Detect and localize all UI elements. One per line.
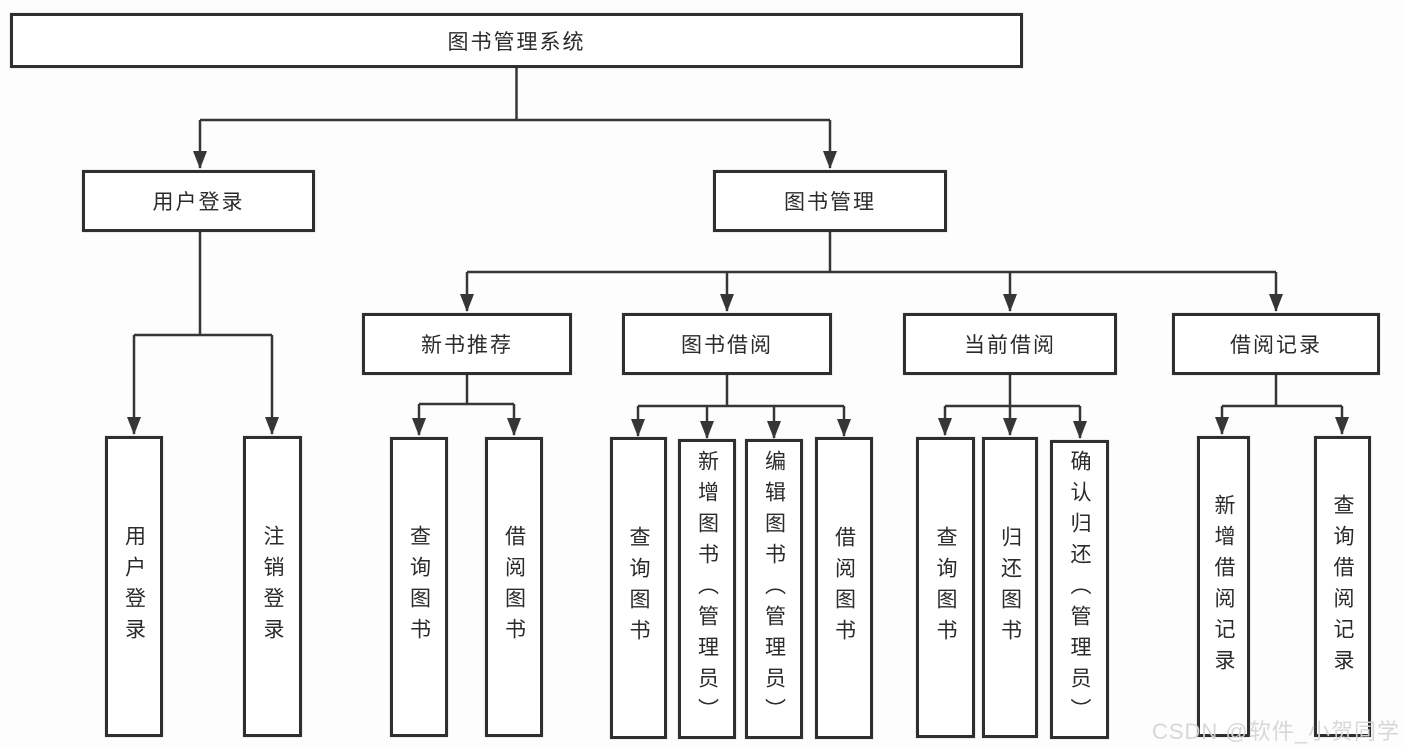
leaf-nbr-query-book: 查询图书 bbox=[390, 437, 448, 737]
leaf-bb-edit-book-admin: 编辑图书（管理员） bbox=[745, 439, 803, 739]
node-book-borrow: 图书借阅 bbox=[622, 313, 832, 375]
leaf-user-login: 用户登录 bbox=[105, 436, 163, 737]
leaf-nbr-borrow-book: 借阅图书 bbox=[485, 437, 543, 737]
leaf-user-login-label: 用户登录 bbox=[122, 524, 146, 649]
node-new-book-recommend: 新书推荐 bbox=[362, 313, 572, 375]
node-book-management-label: 图书管理 bbox=[784, 191, 876, 214]
leaf-bb-add-book-admin-label: 新增图书（管理员） bbox=[695, 449, 719, 729]
node-book-management: 图书管理 bbox=[713, 170, 947, 232]
node-user-login: 用户登录 bbox=[82, 170, 315, 232]
node-root-label: 图书管理系统 bbox=[447, 30, 586, 54]
csdn-watermark: CSDN @软件_小贺同学 bbox=[1151, 719, 1400, 744]
node-user-login-label: 用户登录 bbox=[152, 191, 245, 214]
leaf-nbr-query-book-label: 查询图书 bbox=[407, 525, 431, 649]
leaf-bb-borrow-book-label: 借阅图书 bbox=[832, 526, 856, 650]
leaf-bb-add-book-admin: 新增图书（管理员） bbox=[678, 439, 736, 739]
node-new-book-recommend-label: 新书推荐 bbox=[421, 334, 513, 357]
leaf-cb-return-book-label: 归还图书 bbox=[998, 525, 1022, 650]
node-current-borrow-label: 当前借阅 bbox=[964, 334, 1056, 357]
node-borrow-records: 借阅记录 bbox=[1172, 313, 1380, 375]
leaf-bb-borrow-book: 借阅图书 bbox=[815, 437, 873, 739]
leaf-cb-return-book: 归还图书 bbox=[982, 437, 1038, 738]
leaf-bb-edit-book-admin-label: 编辑图书（管理员） bbox=[762, 449, 786, 729]
leaf-nbr-borrow-book-label: 借阅图书 bbox=[502, 525, 526, 649]
leaf-cb-confirm-return-admin-label: 确认归还（管理员） bbox=[1068, 450, 1091, 729]
leaf-bb-query-book: 查询图书 bbox=[610, 437, 667, 739]
leaf-br-query-record-label: 查询借阅记录 bbox=[1331, 493, 1354, 680]
leaf-br-query-record: 查询借阅记录 bbox=[1314, 436, 1371, 737]
leaf-cb-confirm-return-admin: 确认归还（管理员） bbox=[1050, 440, 1109, 739]
node-book-borrow-label: 图书借阅 bbox=[681, 334, 773, 357]
node-current-borrow: 当前借阅 bbox=[903, 313, 1117, 375]
leaf-bb-query-book-label: 查询图书 bbox=[627, 526, 650, 650]
leaf-br-add-record: 新增借阅记录 bbox=[1197, 436, 1250, 737]
node-borrow-records-label: 借阅记录 bbox=[1230, 334, 1322, 357]
leaf-logout-label: 注销登录 bbox=[261, 524, 284, 649]
leaf-cb-query-book: 查询图书 bbox=[916, 437, 975, 738]
leaf-cb-query-book-label: 查询图书 bbox=[934, 525, 957, 650]
leaf-logout: 注销登录 bbox=[243, 436, 302, 737]
leaf-br-add-record-label: 新增借阅记录 bbox=[1212, 493, 1235, 680]
node-root: 图书管理系统 bbox=[10, 13, 1023, 68]
